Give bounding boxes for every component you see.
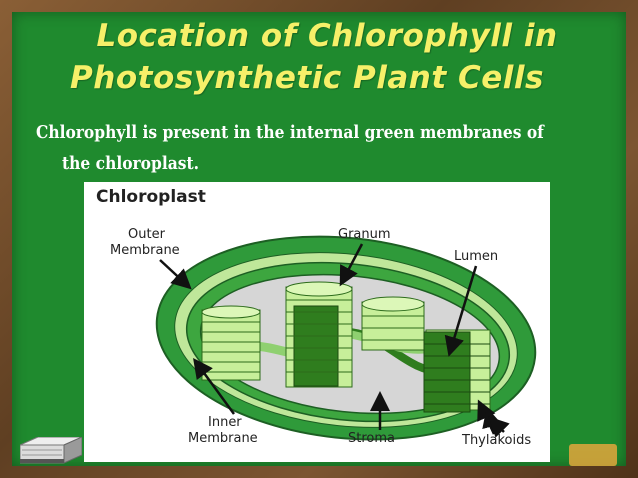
label-outer-line2: Membrane <box>110 243 180 258</box>
slide-title-line1: Location of Chlorophyll in <box>96 18 558 54</box>
granum-stack-4 <box>423 329 491 413</box>
chloroplast-illustration: Chloroplast <box>96 187 537 448</box>
label-inner-line2: Membrane <box>188 431 258 446</box>
book-icon <box>20 437 82 464</box>
body-text-line1: Chlorophyll is present in the internal g… <box>36 122 544 143</box>
label-outer-line1: Outer <box>128 227 166 242</box>
label-lumen: Lumen <box>454 249 498 264</box>
granum-stack-3 <box>361 296 425 351</box>
corner-decoration <box>569 444 617 466</box>
label-pointers <box>159 243 510 438</box>
label-inner-line1: Inner <box>208 415 242 430</box>
granum-stack-2 <box>285 281 353 388</box>
body-text-line2: the chloroplast. <box>62 153 200 174</box>
chloroplast-diagram: Chloroplast <box>84 182 550 462</box>
label-granum: Granum <box>338 227 391 242</box>
slide-title-line2: Photosynthetic Plant Cells <box>70 60 544 96</box>
label-stroma: Stroma <box>348 431 395 446</box>
label-thylakoids: Thylakoids <box>461 433 531 448</box>
diagram-title: Chloroplast <box>96 187 206 207</box>
granum-stack-1 <box>201 305 261 381</box>
